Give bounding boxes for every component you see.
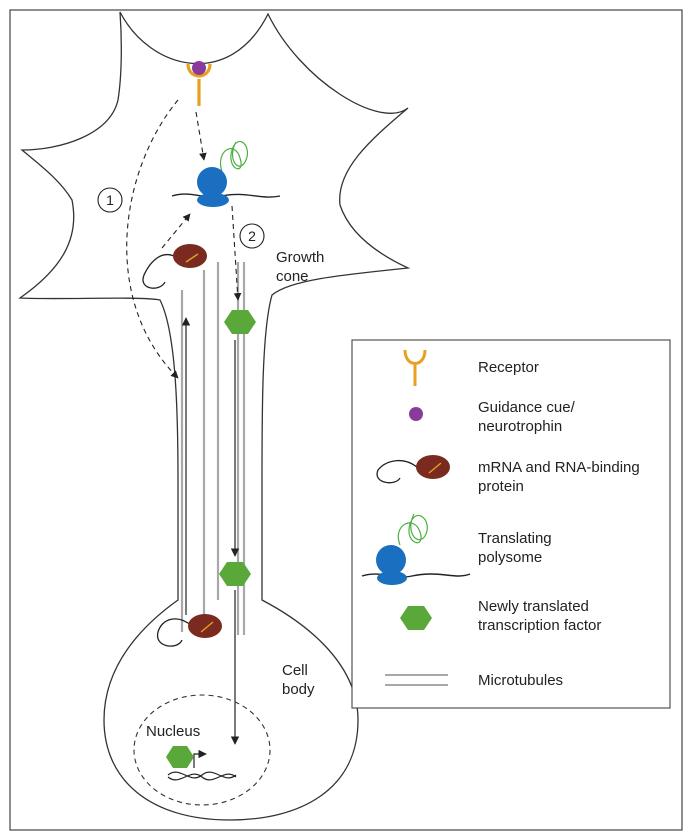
transcription-factor-icon bbox=[166, 746, 194, 768]
dna-icon bbox=[167, 749, 237, 781]
cell-body-label: body bbox=[282, 681, 315, 698]
legend-label-receptor: Receptor bbox=[478, 359, 539, 376]
guidance-cue-icon bbox=[409, 407, 423, 421]
legend-label-mrna: mRNA and RNA-binding bbox=[478, 459, 640, 476]
legend-box bbox=[351, 339, 671, 709]
step-1-marker: 1 bbox=[97, 187, 123, 213]
transcription-factor-icon bbox=[219, 562, 251, 586]
mrna-rbp-icon bbox=[376, 455, 450, 484]
cell-body-label: Cell bbox=[282, 662, 308, 679]
growth-cone-label: Growth bbox=[276, 249, 324, 266]
nucleus-label: Nucleus bbox=[146, 723, 200, 740]
microtubule-icon bbox=[385, 674, 448, 686]
receptor-icon bbox=[186, 63, 212, 106]
guidance-cue-icon bbox=[192, 61, 206, 75]
svg-text:2: 2 bbox=[248, 228, 256, 244]
legend-label-polysome: polysome bbox=[478, 549, 542, 566]
receptor-icon bbox=[403, 349, 427, 386]
legend-label-microtubules: Microtubules bbox=[478, 672, 563, 689]
nucleus-outline bbox=[133, 694, 271, 806]
legend-label-transcription-factor: Newly translated bbox=[478, 598, 589, 615]
svg-text:1: 1 bbox=[106, 192, 114, 208]
mrna-rbp-icon bbox=[142, 244, 207, 289]
neuron-outline bbox=[18, 11, 411, 821]
legend-label-transcription-factor: transcription factor bbox=[478, 617, 601, 634]
legend-label-polysome: Translating bbox=[478, 530, 552, 547]
step-2-marker: 2 bbox=[239, 223, 265, 249]
transcription-factor-icon bbox=[224, 310, 256, 334]
rbp-to-polysome-arrow bbox=[161, 213, 191, 249]
figure-frame bbox=[9, 9, 683, 831]
legend-label-guidance-cue: Guidance cue/ bbox=[478, 399, 576, 416]
polysome-icon bbox=[361, 513, 471, 585]
pathway-1-arrow bbox=[126, 99, 179, 379]
polysome-icon bbox=[171, 140, 281, 207]
pathway-2-arrow bbox=[231, 205, 242, 301]
transcription-factor-icon bbox=[400, 606, 432, 630]
receptor-to-polysome-arrow bbox=[195, 111, 207, 161]
mrna-rbp-icon bbox=[157, 614, 222, 647]
growth-cone-label: cone bbox=[276, 268, 309, 285]
legend-label-guidance-cue: neurotrophin bbox=[478, 418, 562, 435]
legend-label-mrna: protein bbox=[478, 478, 524, 495]
